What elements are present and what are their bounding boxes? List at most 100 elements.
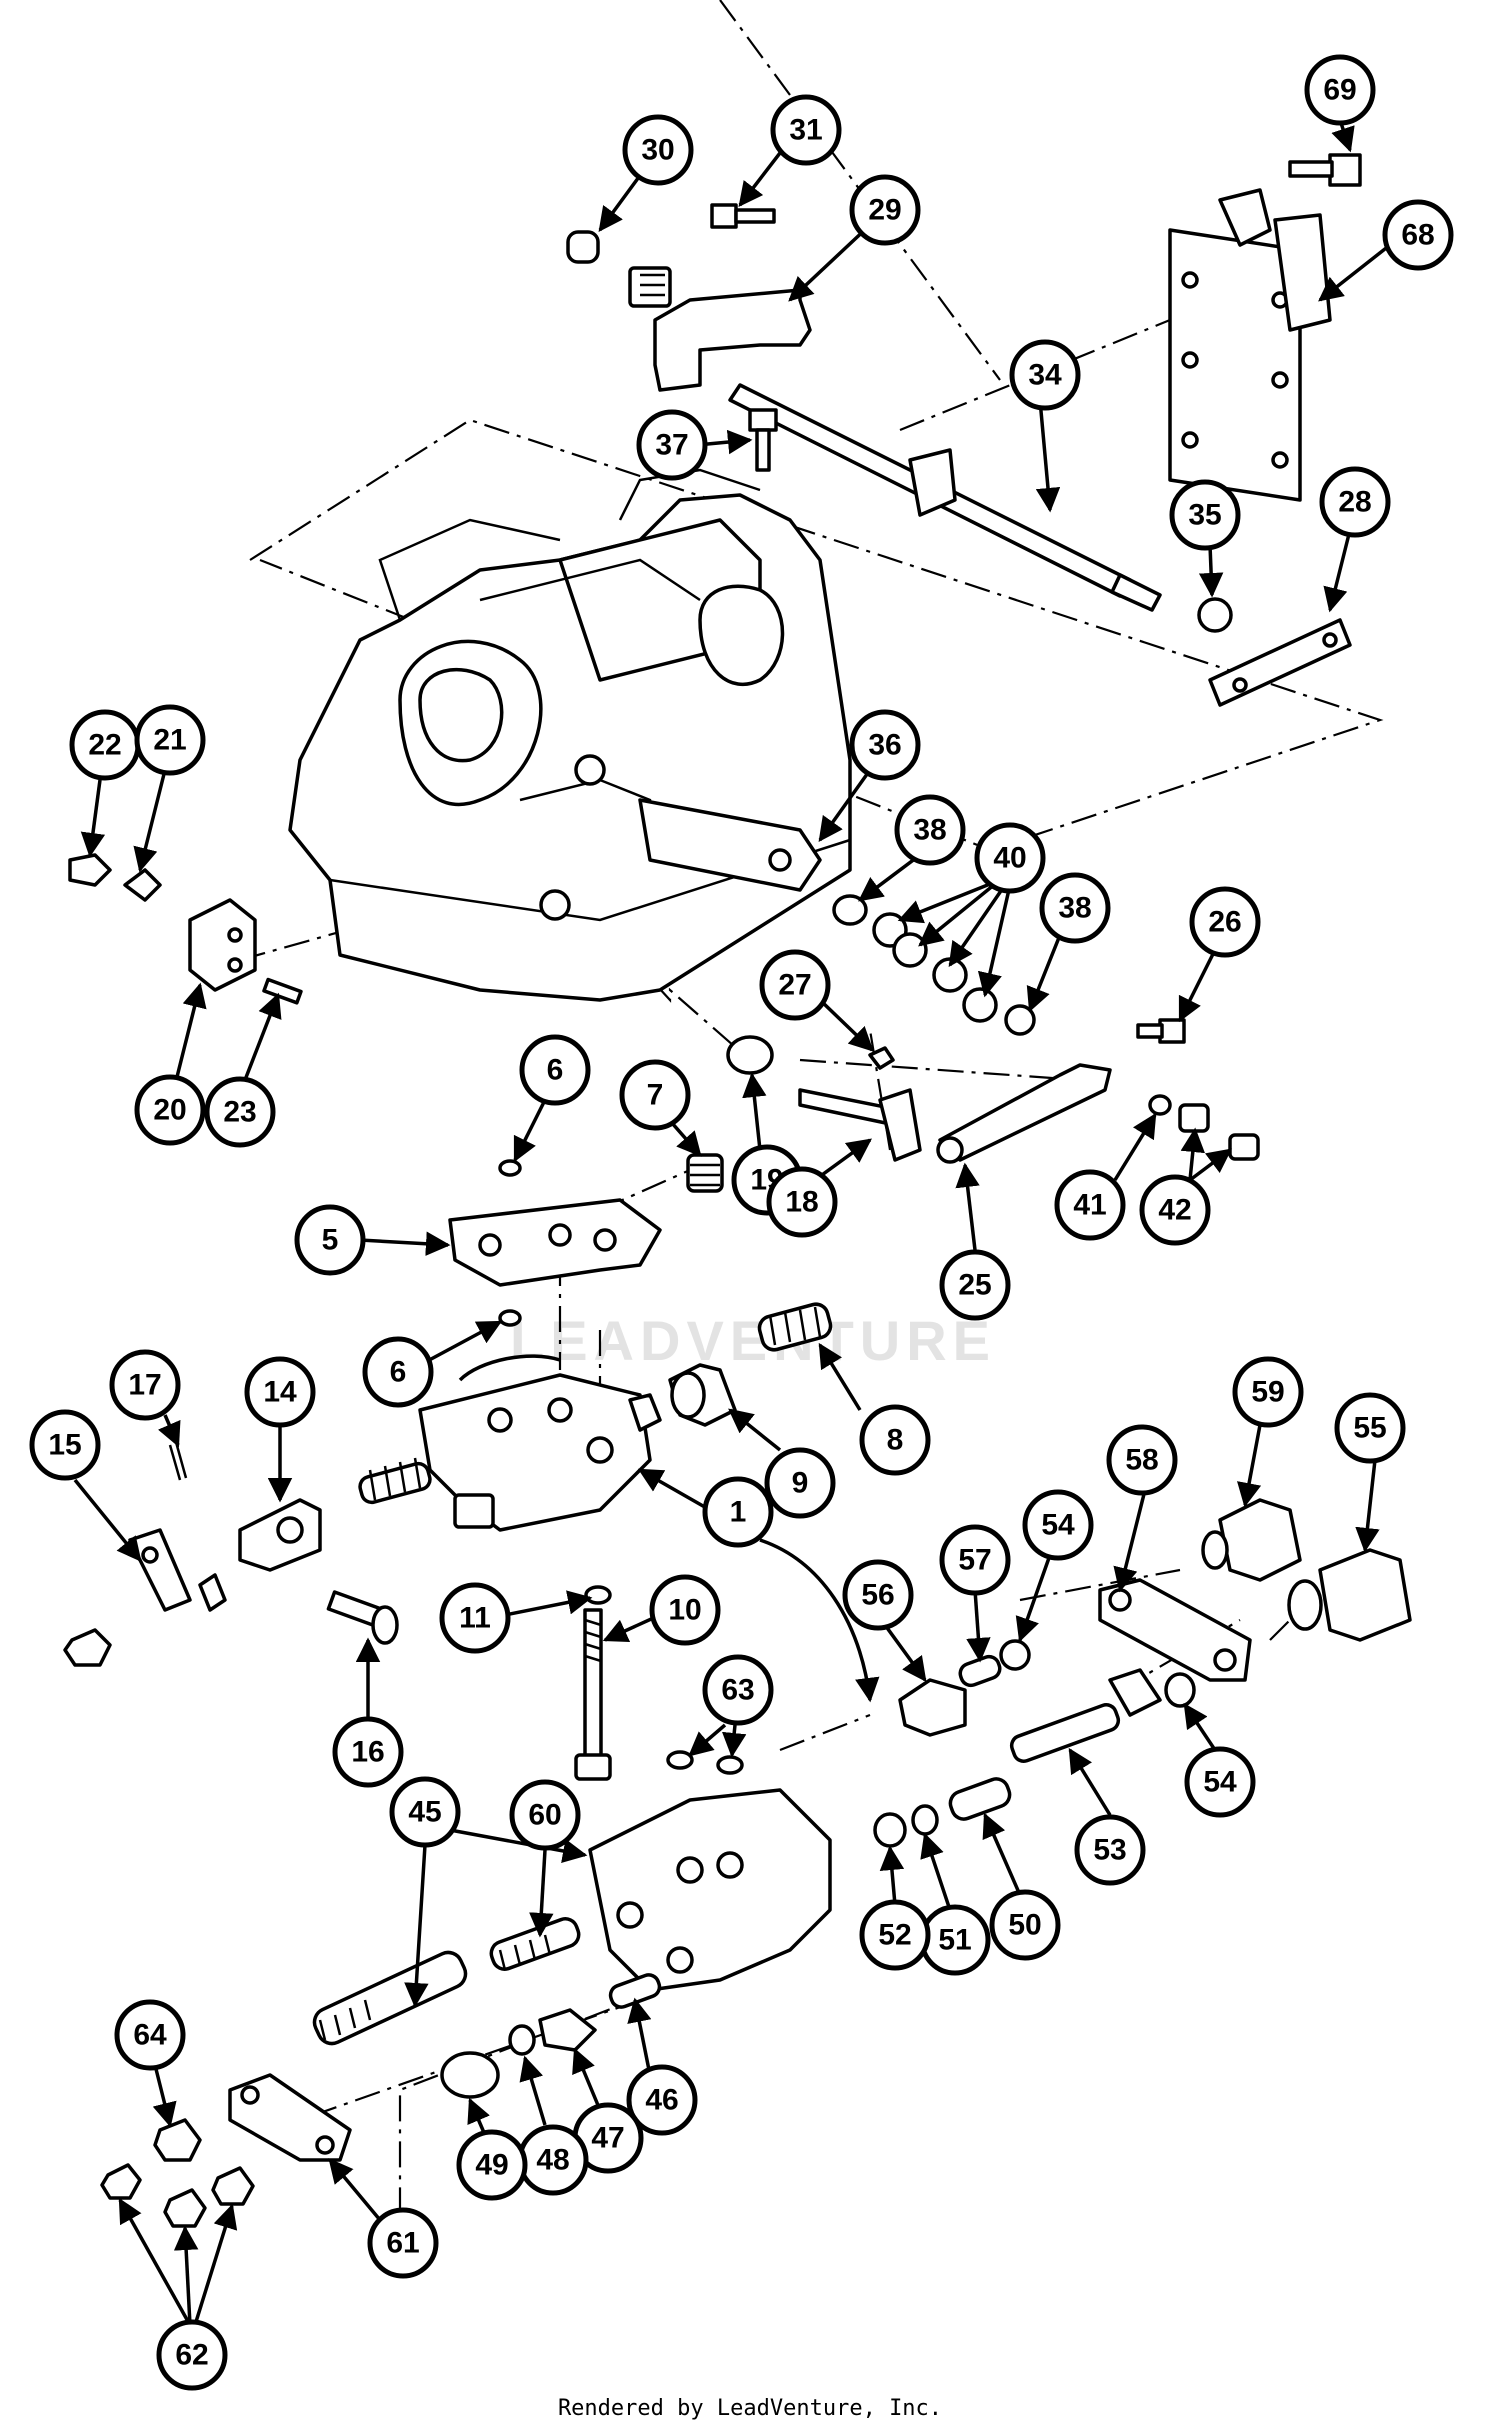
- callout-64[interactable]: 64: [114, 1999, 186, 2071]
- washers-38-40: [832, 894, 1036, 1036]
- lever-25: [936, 1063, 1112, 1164]
- o-ring-11: [584, 1585, 612, 1605]
- svg-text:17: 17: [128, 1369, 161, 1402]
- callout-69[interactable]: 69: [1304, 54, 1376, 126]
- callout-11[interactable]: 11: [439, 1582, 511, 1654]
- svg-text:9: 9: [792, 1467, 809, 1500]
- callout-37[interactable]: 37: [636, 409, 708, 481]
- callout-18[interactable]: 18: [766, 1166, 838, 1238]
- callout-20[interactable]: 20: [134, 1074, 206, 1146]
- callout-68[interactable]: 68: [1382, 199, 1454, 271]
- callout-35[interactable]: 35: [1169, 479, 1241, 551]
- callout-22[interactable]: 22: [69, 709, 141, 781]
- svg-text:21: 21: [153, 724, 186, 757]
- svg-text:14: 14: [263, 1376, 297, 1409]
- svg-text:36: 36: [868, 729, 901, 762]
- callout-45[interactable]: 45: [389, 1776, 461, 1848]
- callout-23[interactable]: 23: [204, 1076, 276, 1148]
- callout-15[interactable]: 15: [29, 1409, 101, 1481]
- callout-7[interactable]: 7: [619, 1059, 691, 1131]
- callout-49[interactable]: 49: [456, 2129, 528, 2201]
- callout-16[interactable]: 16: [332, 1716, 404, 1788]
- callout-50[interactable]: 50: [989, 1889, 1061, 1961]
- callout-34[interactable]: 34: [1009, 339, 1081, 411]
- callout-46[interactable]: 46: [626, 2064, 698, 2136]
- callout-48[interactable]: 48: [517, 2124, 589, 2196]
- svg-text:46: 46: [645, 2084, 678, 2117]
- svg-text:22: 22: [88, 729, 121, 762]
- callout-40[interactable]: 40: [974, 822, 1046, 894]
- callout-54a[interactable]: 54: [1022, 1489, 1094, 1561]
- bolt-69: [1288, 153, 1362, 187]
- poppet-47: [538, 2008, 597, 2052]
- o-ring-51: [911, 1804, 939, 1836]
- callout-26[interactable]: 26: [1189, 886, 1261, 958]
- callout-55[interactable]: 55: [1334, 1392, 1406, 1464]
- fitting-55: [1287, 1548, 1412, 1642]
- callout-58[interactable]: 58: [1106, 1424, 1178, 1496]
- seal-19: [726, 1035, 774, 1075]
- spring-8: [757, 1302, 833, 1352]
- callout-54b[interactable]: 54: [1184, 1746, 1256, 1818]
- callout-21[interactable]: 21: [134, 704, 206, 776]
- callout-36[interactable]: 36: [849, 709, 921, 781]
- o-ring-54b: [1164, 1672, 1196, 1708]
- callout-42[interactable]: 42: [1139, 1174, 1211, 1246]
- callout-1[interactable]: 1: [702, 1476, 774, 1548]
- callout-57[interactable]: 57: [939, 1524, 1011, 1596]
- callout-61[interactable]: 61: [367, 2207, 439, 2279]
- callout-14[interactable]: 14: [244, 1356, 316, 1428]
- callout-27[interactable]: 27: [759, 949, 831, 1021]
- callout-6a[interactable]: 6: [519, 1034, 591, 1106]
- svg-text:68: 68: [1401, 219, 1434, 252]
- callout-52[interactable]: 52: [859, 1899, 931, 1971]
- callout-30[interactable]: 30: [622, 114, 694, 186]
- svg-text:18: 18: [785, 1186, 818, 1219]
- callout-28[interactable]: 28: [1319, 466, 1391, 538]
- plate-28: [1208, 618, 1352, 707]
- bolt-31: [710, 203, 776, 229]
- callout-10[interactable]: 10: [649, 1574, 721, 1646]
- svg-text:54: 54: [1203, 1766, 1237, 1799]
- callout-59[interactable]: 59: [1232, 1356, 1304, 1428]
- svg-text:26: 26: [1208, 906, 1241, 939]
- bolt-26: [1136, 1018, 1186, 1044]
- svg-text:59: 59: [1251, 1376, 1284, 1409]
- callout-63[interactable]: 63: [702, 1654, 774, 1726]
- callout-9[interactable]: 9: [764, 1447, 836, 1519]
- callout-29[interactable]: 29: [849, 174, 921, 246]
- callout-8[interactable]: 8: [859, 1404, 931, 1476]
- svg-text:34: 34: [1028, 359, 1062, 392]
- pin-16: [326, 1590, 399, 1645]
- callout-38a[interactable]: 38: [894, 794, 966, 866]
- svg-text:29: 29: [868, 194, 901, 227]
- callout-17[interactable]: 17: [109, 1349, 181, 1421]
- callout-53[interactable]: 53: [1074, 1814, 1146, 1886]
- svg-text:53: 53: [1093, 1834, 1126, 1867]
- svg-text:30: 30: [641, 134, 674, 167]
- callout-38b[interactable]: 38: [1039, 872, 1111, 944]
- svg-text:27: 27: [778, 969, 811, 1002]
- svg-text:20: 20: [153, 1094, 186, 1127]
- callout-5[interactable]: 5: [294, 1204, 366, 1276]
- callout-62[interactable]: 62: [156, 2319, 228, 2391]
- o-ring-6a: [498, 1159, 522, 1177]
- plug-49: [440, 2051, 500, 2099]
- callout-25[interactable]: 25: [939, 1249, 1011, 1321]
- callout-41[interactable]: 41: [1054, 1169, 1126, 1241]
- callout-51[interactable]: 51: [919, 1904, 991, 1976]
- callout-31[interactable]: 31: [770, 94, 842, 166]
- svg-text:61: 61: [386, 2227, 419, 2260]
- nuts-62: [100, 2163, 255, 2228]
- fitting-59: [1201, 1498, 1302, 1582]
- flange-5: [448, 1198, 662, 1287]
- callout-56[interactable]: 56: [842, 1559, 914, 1631]
- clip-21: [123, 868, 162, 902]
- svg-text:16: 16: [351, 1736, 384, 1769]
- svg-text:47: 47: [591, 2122, 624, 2155]
- spring-60: [489, 1917, 581, 1971]
- svg-text:38: 38: [913, 814, 946, 847]
- callout-6b[interactable]: 6: [362, 1336, 434, 1408]
- callout-60[interactable]: 60: [509, 1779, 581, 1851]
